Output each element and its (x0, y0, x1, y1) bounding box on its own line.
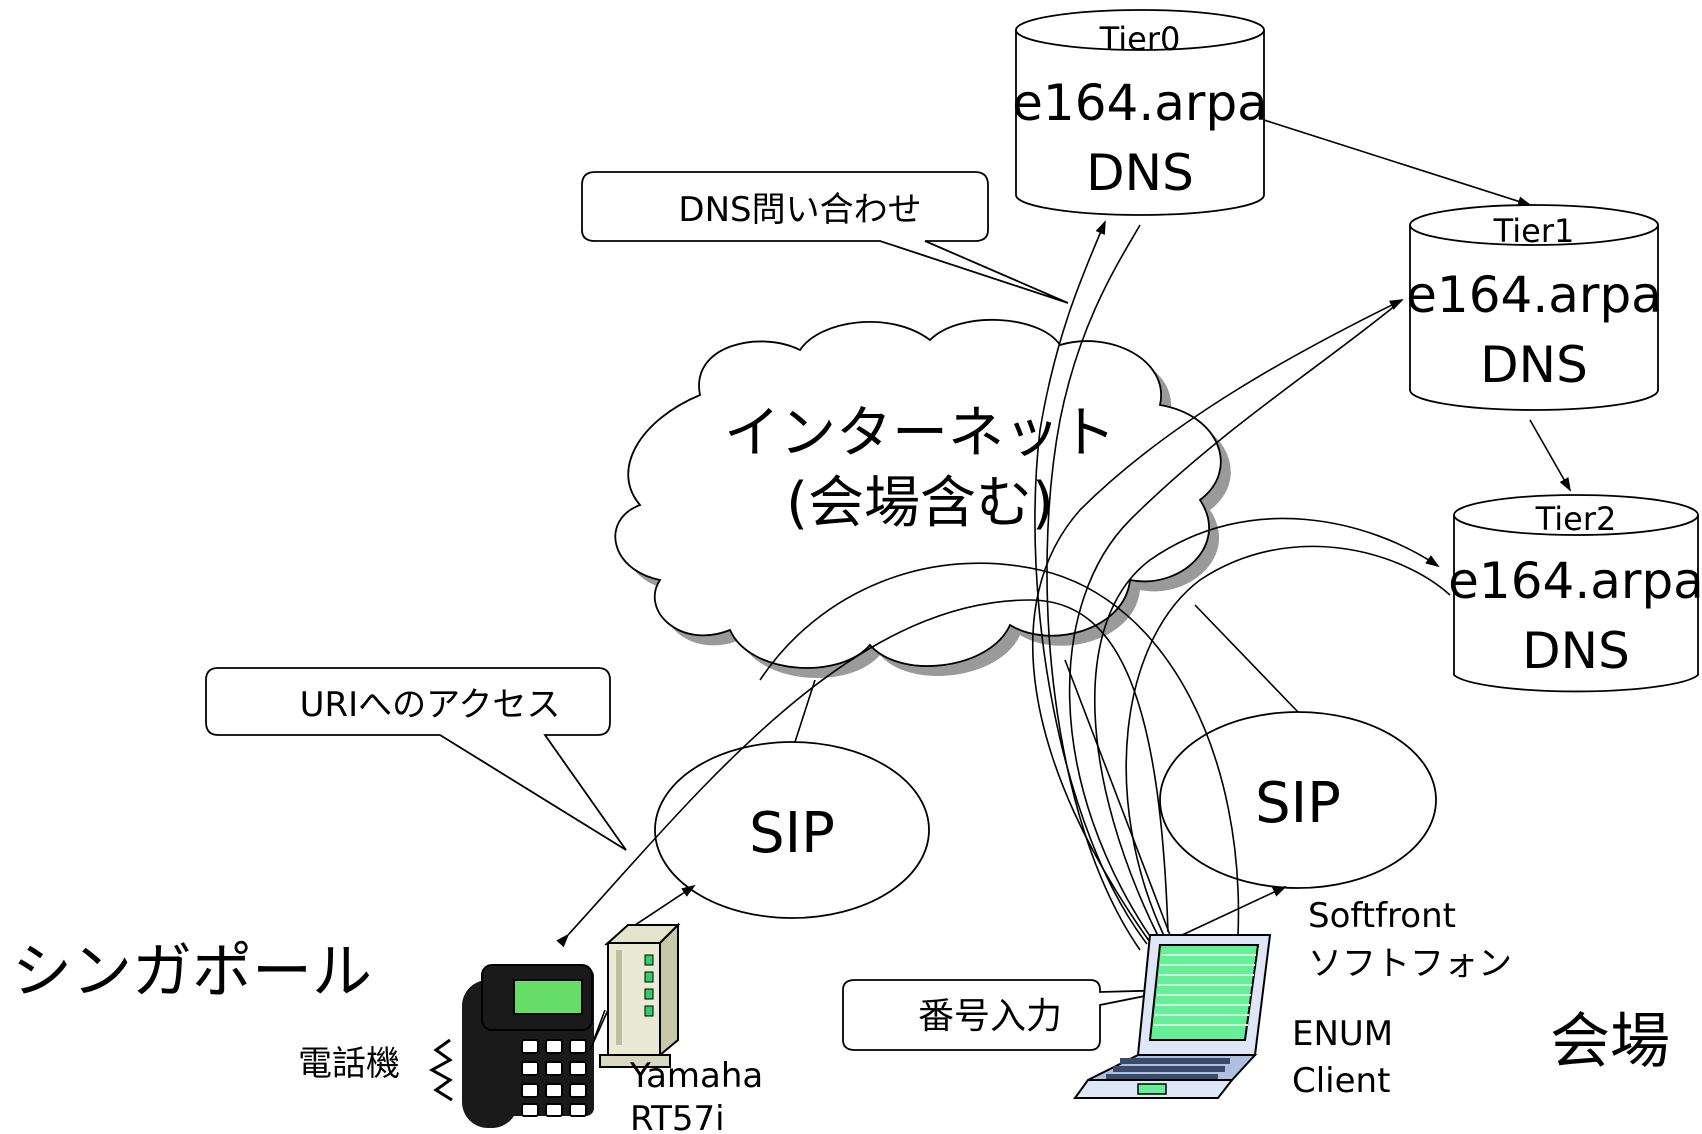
callout-dns-query-text: DNS問い合わせ (678, 190, 921, 230)
sip-server-left: SIP (654, 741, 930, 919)
link-phone-router (589, 1009, 609, 1051)
tier1-label: Tier1 (1493, 212, 1575, 250)
sip-right-label: SIP (1255, 771, 1341, 836)
phone-label: 電話機 (298, 1044, 400, 1084)
tier1-type: DNS (1480, 336, 1588, 394)
callout-uri-access: URIへのアクセス (205, 667, 627, 851)
tier0-type: DNS (1086, 144, 1194, 202)
dns-server-tier1: Tier1 e164.arpa DNS (1406, 204, 1662, 411)
laptop-icon (1073, 934, 1272, 1099)
location-singapore: シンガポール (12, 937, 372, 1007)
router-icon (599, 922, 681, 1068)
link-sip-left-cloud (794, 679, 816, 743)
enum-client-label-line1: ENUM (1292, 1014, 1393, 1054)
dns-server-tier2: Tier2 e164.arpa DNS (1448, 494, 1702, 693)
cloud-label-line1: インターネット (724, 401, 1116, 466)
router-label-line1: Yamaha (629, 1056, 763, 1096)
callout-number-input-text: 番号入力 (918, 996, 1062, 1037)
telephone-icon (428, 964, 594, 1128)
tier2-type: DNS (1522, 622, 1630, 680)
softphone-label-line2: ソフトフォン (1308, 944, 1512, 984)
tier0-zone: e164.arpa (1012, 74, 1268, 132)
enum-client-label-line2: Client (1292, 1061, 1390, 1101)
sip-server-right: SIP (1159, 711, 1437, 889)
router-label-line2: RT57i (630, 1099, 725, 1134)
softphone-label-line1: Softfront (1308, 896, 1456, 936)
tier2-zone: e164.arpa (1448, 552, 1702, 610)
link-sip-right-cloud (1194, 604, 1299, 713)
location-venue: 会場 (1550, 1007, 1670, 1077)
sip-left-label: SIP (749, 801, 835, 866)
internet-cloud: インターネット (会場含む) (614, 318, 1231, 678)
tier0-label: Tier0 (1099, 20, 1181, 58)
tier2-label: Tier2 (1535, 500, 1617, 538)
cloud-label-line2: (会場含む) (786, 471, 1054, 536)
callout-dns-query: DNS問い合わせ (581, 171, 1069, 304)
callout-number-input: 番号入力 (842, 979, 1176, 1051)
flow-lines (556, 220, 1451, 1051)
tier1-zone: e164.arpa (1406, 266, 1662, 324)
arrow-tier1-to-tier2 (1529, 419, 1571, 492)
dns-server-tier0: Tier0 e164.arpa DNS (1012, 9, 1268, 216)
arrow-tier0-to-tier1 (1263, 119, 1532, 207)
callout-uri-access-text: URIへのアクセス (300, 685, 561, 725)
